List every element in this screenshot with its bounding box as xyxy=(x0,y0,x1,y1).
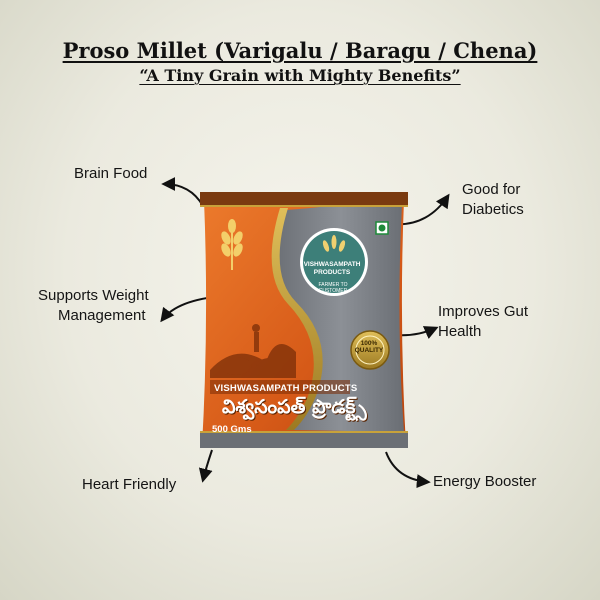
benefit-energy-booster: Energy Booster xyxy=(433,473,537,490)
veg-mark-icon xyxy=(375,221,389,235)
benefit-gut-line1: Improves Gut xyxy=(438,303,529,320)
benefit-diabetics: Good for Diabetics xyxy=(462,180,524,220)
benefit-weight-management: Supports Weight Management xyxy=(38,286,149,326)
pack-bottom-seal xyxy=(200,432,408,448)
benefit-diabetics-line2: Diabetics xyxy=(462,201,524,218)
wheat-icon xyxy=(221,219,243,270)
pack-top-seal xyxy=(200,192,408,206)
benefit-diabetics-line1: Good for xyxy=(462,181,521,198)
page-subtitle: “A Tiny Grain with Mighty Benefits” xyxy=(139,66,461,85)
benefit-heart-friendly: Heart Friendly xyxy=(82,476,177,493)
arrow-energy xyxy=(385,451,431,489)
benefit-gut-line2: Health xyxy=(438,323,482,340)
quality-seal-icon xyxy=(350,330,390,370)
benefit-gut-health: Improves Gut Health xyxy=(438,302,528,342)
benefit-brain-food: Brain Food xyxy=(74,165,148,182)
page-title: Proso Millet (Varigalu / Baragu / Chena) xyxy=(62,38,538,63)
product-package xyxy=(200,192,408,448)
brand-logo-icon xyxy=(300,228,368,296)
pack-gold-swoosh xyxy=(271,208,323,430)
benefit-weight-line1: Supports Weight xyxy=(38,287,149,304)
arrow-heart xyxy=(198,449,213,483)
benefit-weight-line2: Management xyxy=(58,307,146,324)
farmer-scene-icon xyxy=(210,324,296,378)
